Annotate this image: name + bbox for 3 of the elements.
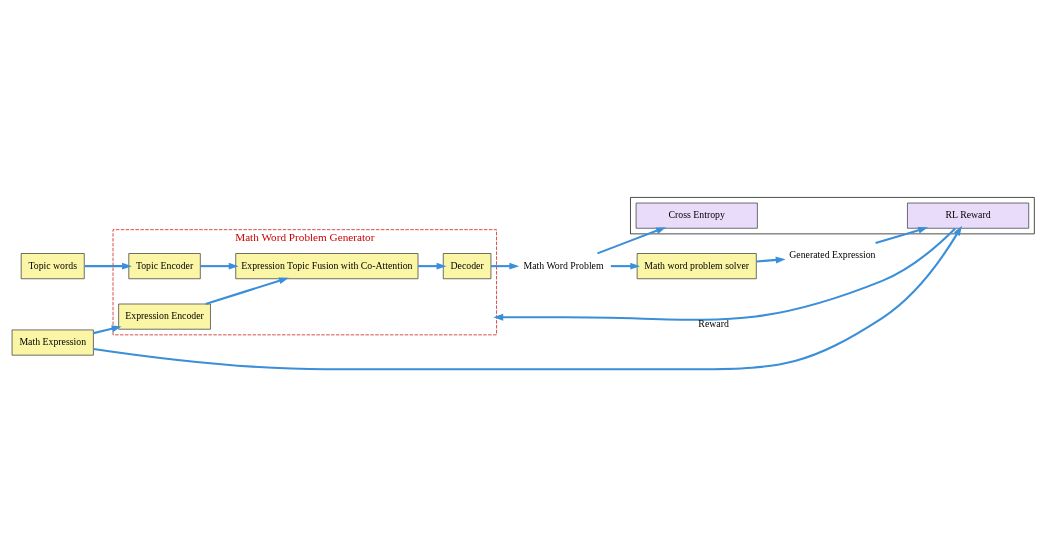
node-text: Math Word Problem — [523, 259, 604, 271]
node-text: Generated Expression — [789, 248, 876, 260]
edge-label: Reward — [698, 317, 729, 329]
